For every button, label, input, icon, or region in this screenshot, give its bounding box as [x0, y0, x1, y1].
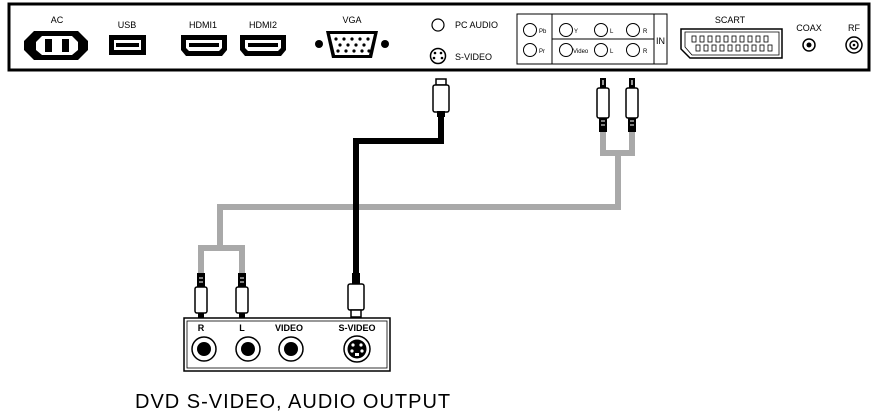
coax-port: COAX [796, 23, 822, 52]
s-video-plug-tv-icon [432, 84, 450, 113]
pb-label: Pb [539, 29, 547, 35]
rca-plug-dvd-left-icon [194, 286, 208, 314]
vga-port: VGA [315, 15, 389, 58]
dvd-r-label: R [198, 323, 205, 333]
scart-label: SCART [715, 15, 746, 25]
pr-label: Pr [539, 49, 545, 55]
rca-plug-tv-left-icon [596, 87, 610, 119]
component-frame [516, 13, 668, 65]
l-top-label: L [610, 29, 614, 35]
video-jack-icon [559, 43, 573, 57]
rca-plug-dvd-right [235, 273, 249, 321]
dvd-video-label: VIDEO [275, 323, 303, 333]
scart-socket-icon [680, 28, 783, 59]
r-top-label: R [643, 29, 648, 35]
tv-rear-panel: AC USB HDMI1 HDMI2 VG [7, 2, 871, 72]
s-video-cable [353, 115, 444, 275]
rf-port: RF [845, 23, 863, 54]
usb-port: USB [109, 20, 146, 55]
tv-s-video-port: S-VIDEO [429, 47, 492, 65]
s-video-plug-dvd-icon [347, 283, 365, 311]
l-bottom-jack-icon [594, 43, 608, 57]
scart-port: SCART [680, 15, 783, 59]
hdmi1-label: HDMI1 [189, 20, 217, 30]
rca-plug-tv-right [625, 78, 639, 132]
component-av-block: Pb Pr Y Video L L R R IN [516, 13, 668, 65]
r-bottom-label: R [643, 49, 648, 55]
audio-cable-dvd-split [198, 245, 245, 275]
rca-plug-tv-right-icon [625, 87, 639, 119]
ac-label: AC [51, 15, 64, 25]
pr-jack-icon [523, 43, 537, 57]
audio-cable-tv-split [600, 130, 635, 156]
pc-audio-label: PC AUDIO [455, 20, 498, 30]
audio-cable-run [217, 153, 621, 248]
vga-label: VGA [342, 15, 361, 25]
l-bottom-label: L [610, 49, 614, 55]
vga-screw-right-icon [381, 40, 389, 48]
video-label: Video [573, 49, 589, 55]
pb-jack-icon [523, 23, 537, 37]
hdmi2-label: HDMI2 [249, 20, 277, 30]
pc-audio-jack-icon [431, 18, 445, 32]
hdmi1-port: HDMI1 [181, 20, 227, 56]
rca-plug-tv-left [596, 78, 610, 132]
coax-label: COAX [796, 23, 822, 33]
s-video-plug-tv [432, 78, 450, 117]
audio-cable [198, 130, 635, 275]
ac-port: AC [24, 15, 88, 60]
r-bottom-jack-icon [626, 43, 640, 57]
vga-screw-left-icon [315, 40, 323, 48]
rf-label: RF [848, 23, 860, 33]
usb-label: USB [118, 20, 137, 30]
diagram-caption: DVD S-VIDEO, AUDIO OUTPUT [135, 391, 451, 413]
r-top-jack-icon [626, 23, 640, 37]
pc-audio-port: PC AUDIO [431, 18, 498, 32]
rca-plug-dvd-left [194, 273, 208, 321]
y-label: Y [574, 29, 578, 35]
dvd-l-label: L [239, 323, 245, 333]
rca-plug-dvd-right-icon [235, 286, 249, 314]
dvd-output-panel: R L VIDEO S-VIDEO [183, 317, 391, 372]
l-top-jack-icon [594, 23, 608, 37]
hdmi2-port: HDMI2 [240, 20, 286, 56]
dvd-s-video-label: S-VIDEO [338, 323, 375, 333]
tv-s-video-jack-icon [429, 47, 447, 65]
y-jack-icon [559, 23, 573, 37]
s-video-cable-run [353, 115, 444, 275]
tv-s-video-label: S-VIDEO [455, 52, 492, 62]
s-video-plug-dvd [347, 273, 365, 318]
in-label: IN [656, 36, 665, 46]
